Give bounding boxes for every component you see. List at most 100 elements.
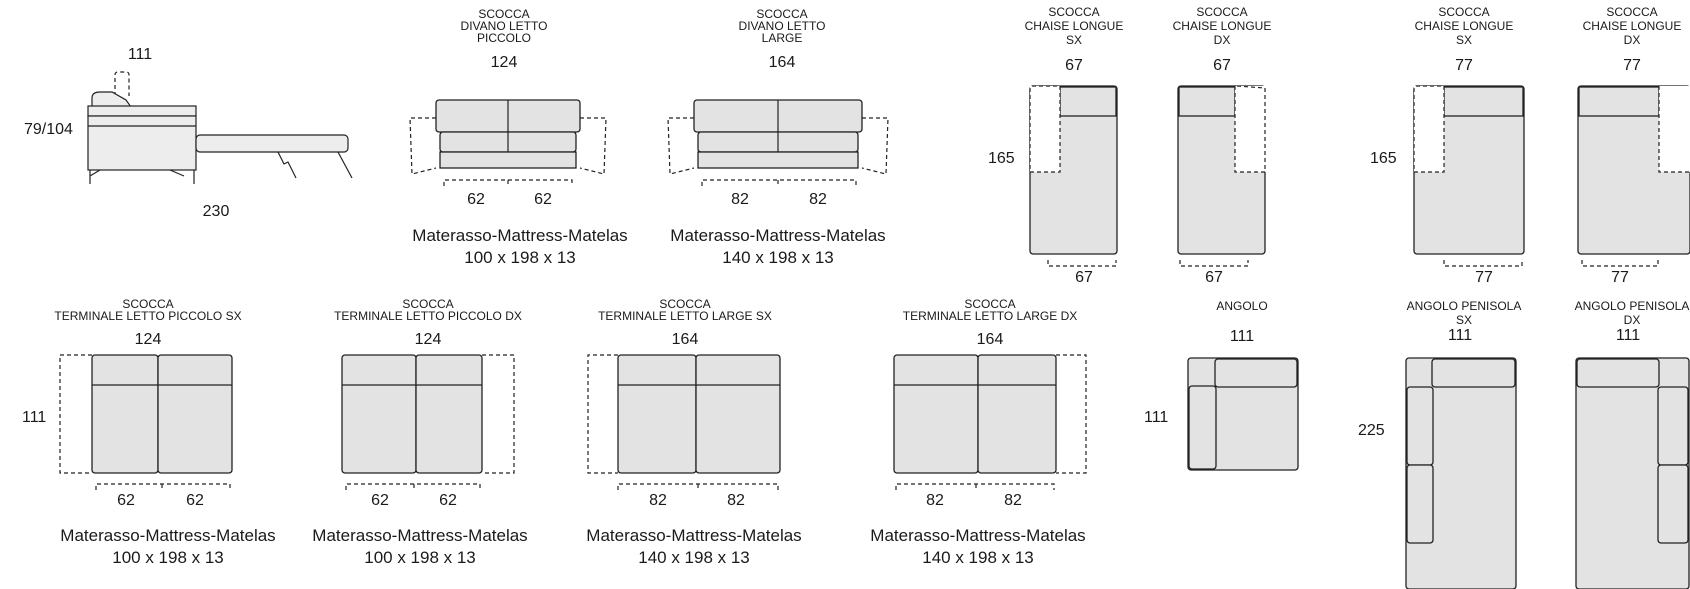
backrest-top	[1431, 358, 1516, 388]
caption-line: ANGOLO PENISOLA	[1407, 299, 1522, 313]
width-dimension: 77	[1455, 57, 1473, 74]
caption-line: DX	[1624, 313, 1641, 327]
module-terminale-piccolo-dx: SCOCCA TERMINALE LETTO PICCOLO DX 124 62…	[312, 297, 527, 567]
optional-arm-outline	[482, 354, 515, 474]
caption-line: CHAISE LONGUE	[1173, 19, 1272, 33]
side-view-top-dimension: 111	[128, 46, 152, 63]
caption-line: SX	[1066, 33, 1082, 47]
mattress-label: Materasso-Mattress-Matelas	[60, 526, 275, 545]
width-dimension: 77	[1623, 57, 1641, 74]
seat-left	[341, 354, 417, 474]
backrest-side-lower	[1406, 464, 1434, 544]
optional-arm-outline	[1658, 86, 1689, 173]
seat-a-dimension: 62	[117, 492, 135, 509]
caption-line: SCOCCA	[402, 297, 453, 311]
backrest	[1443, 86, 1524, 117]
seat-dimension-line	[617, 483, 779, 490]
seat-a-dimension: 62	[371, 492, 389, 509]
bottom-dimension-line	[1443, 260, 1523, 267]
depth-dimension: 111	[22, 409, 46, 426]
side-view-height-dimension: 79/104	[24, 121, 73, 138]
seat-dimension-line	[345, 483, 481, 490]
caption-line: CHAISE LONGUE	[1025, 19, 1124, 33]
seat-right	[415, 354, 483, 474]
width-dimension: 67	[1065, 57, 1083, 74]
seat-b-dimension: 62	[439, 492, 457, 509]
seat-a-dimension: 82	[926, 492, 944, 509]
backrest	[1578, 86, 1660, 117]
mattress-label: Materasso-Mattress-Matelas	[412, 226, 627, 245]
arm-cutout	[1235, 86, 1266, 172]
module-divano-letto-large: SCOCCA DIVANO LETTO LARGE 164 82 82 Mate…	[667, 7, 889, 267]
seat-left	[617, 354, 697, 474]
width-dimension: 67	[1213, 57, 1231, 74]
backrest	[1178, 86, 1236, 117]
bed-leg-1	[277, 151, 297, 179]
width-dimension: 111	[1448, 327, 1472, 344]
caption-line: PICCOLO	[477, 31, 531, 45]
module-chaise-longue-67-dx: SCOCCA CHAISE LONGUE DX 67 67	[1173, 5, 1272, 286]
width-dimension: 124	[491, 54, 518, 71]
backrest-side-upper	[1657, 386, 1689, 466]
bottom-dimension-line	[1047, 260, 1117, 267]
mattress-size: 140 x 198 x 13	[922, 548, 1034, 567]
optional-arm-outline	[1413, 85, 1445, 173]
seat-a-dimension: 62	[467, 191, 485, 208]
seat-left	[91, 354, 159, 474]
caption-line: SCOCCA	[1606, 5, 1657, 19]
caption-line: TERMINALE LETTO PICCOLO DX	[334, 309, 522, 323]
module-terminale-piccolo-sx: SCOCCA TERMINALE LETTO PICCOLO SX 124 11…	[22, 297, 276, 567]
caption-line: SCOCCA	[659, 297, 710, 311]
depth-dimension: 225	[1358, 422, 1385, 439]
caption-line: SCOCCA	[122, 297, 173, 311]
seat-a-dimension: 82	[731, 191, 749, 208]
arm-cutout	[1030, 86, 1060, 172]
backrest-side-lower	[1657, 464, 1689, 544]
width-dimension: 124	[135, 331, 162, 348]
backrest-top	[1576, 358, 1660, 388]
caption-line: ANGOLO PENISOLA	[1575, 299, 1690, 313]
mattress-label: Materasso-Mattress-Matelas	[870, 526, 1085, 545]
width-dimension: 111	[1230, 328, 1254, 345]
width-dimension: 164	[769, 54, 796, 71]
caption-line: SCOCCA	[756, 7, 807, 21]
sofa-body-side	[87, 115, 197, 171]
caption-line: SX	[1456, 313, 1472, 327]
depth-dimension: 165	[1370, 150, 1397, 167]
caption-line: TERMINALE LETTO PICCOLO SX	[54, 309, 241, 323]
width-dimension: 124	[415, 331, 442, 348]
caption-line: SCOCCA	[1048, 5, 1099, 19]
base	[697, 151, 859, 169]
seat-right	[977, 354, 1057, 474]
caption-line: ANGOLO	[1216, 299, 1267, 313]
caption-line: TERMINALE LETTO LARGE SX	[598, 309, 772, 323]
seat-dimension-line	[443, 179, 573, 186]
bottom-dimension: 77	[1475, 269, 1493, 286]
mattress-size: 100 x 198 x 13	[464, 248, 576, 267]
optional-arm-outline	[1056, 354, 1087, 474]
caption-line: SX	[1456, 33, 1472, 47]
bed-leg-2	[337, 151, 353, 179]
module-chaise-longue-67-sx: SCOCCA CHAISE LONGUE SX 67 165 67	[988, 5, 1123, 286]
open-bed-mattress	[195, 134, 349, 153]
caption-line: SCOCCA	[1196, 5, 1247, 19]
seat-dimension-line	[95, 483, 231, 490]
mattress-label: Materasso-Mattress-Matelas	[312, 526, 527, 545]
optional-arm-outline	[59, 354, 92, 474]
depth-dimension: 111	[1144, 409, 1168, 426]
bottom-dimension: 67	[1205, 269, 1223, 286]
backrest	[1059, 86, 1117, 117]
backrest-top	[1214, 358, 1298, 388]
mattress-size: 140 x 198 x 13	[638, 548, 750, 567]
seat-b-dimension: 62	[534, 191, 552, 208]
seat-right	[695, 354, 781, 474]
caption-line: TERMINALE LETTO LARGE DX	[903, 309, 1078, 323]
seat-a-dimension: 82	[649, 492, 667, 509]
module-chaise-longue-77-dx: SCOCCA CHAISE LONGUE DX 77 77	[1577, 5, 1690, 286]
seat-b-dimension: 82	[1004, 492, 1022, 509]
arm-left-outline	[409, 117, 437, 175]
arm-cutout	[1659, 86, 1690, 172]
caption-line: SCOCCA	[478, 7, 529, 21]
mattress-size: 100 x 198 x 13	[364, 548, 476, 567]
